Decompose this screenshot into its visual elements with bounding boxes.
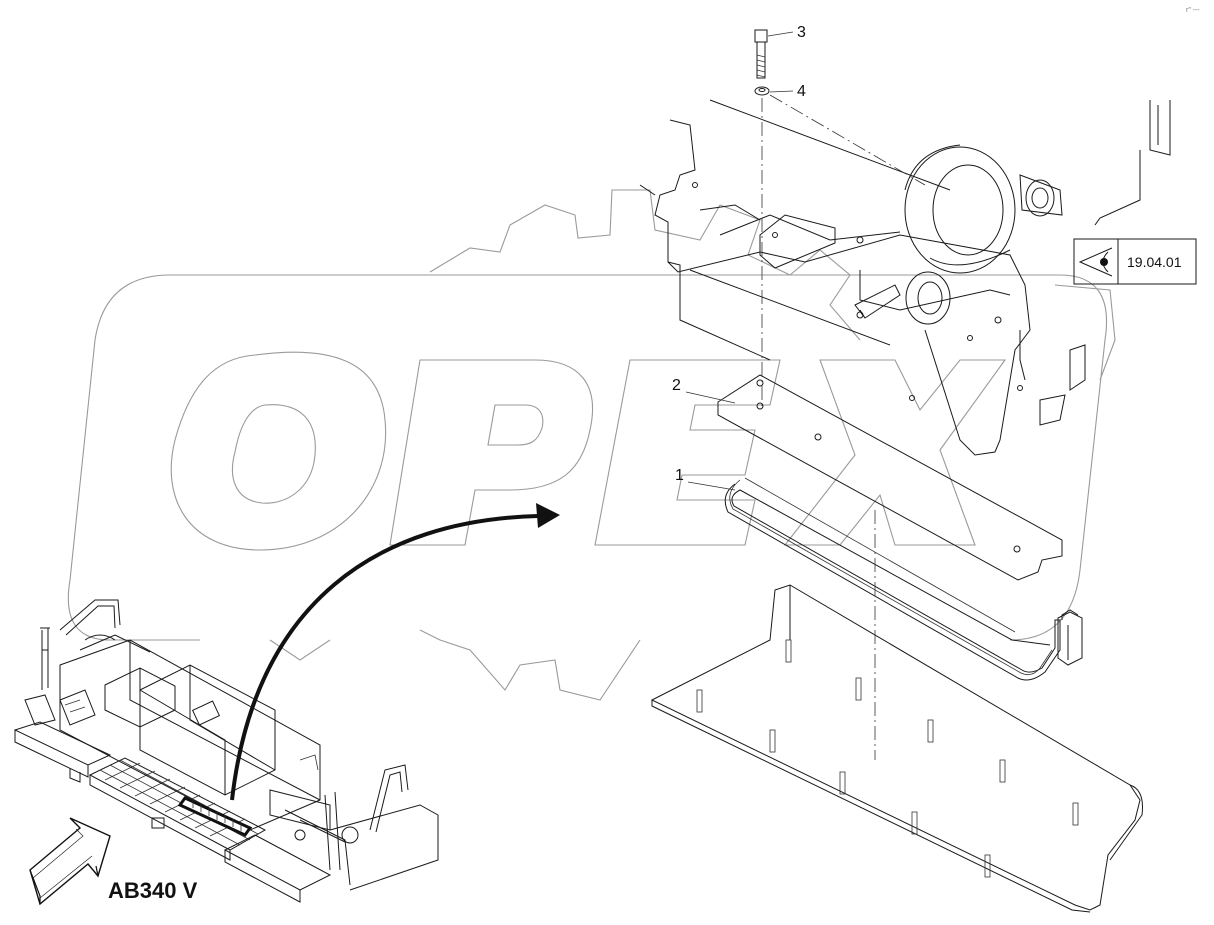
gasket-fitting [1057, 609, 1083, 666]
view-reference-code: 19.04.01 [1127, 254, 1182, 270]
watermark-letter-o [170, 351, 387, 551]
watermark-gear-outline [269, 189, 1116, 701]
watermark-rounded-frame [67, 274, 1108, 641]
machine-locator-illustration [13, 599, 439, 903]
center-lines [761, 94, 926, 760]
callout-2: 2 [672, 377, 736, 404]
callout-1-label: 1 [675, 467, 684, 484]
frame-round-housing [904, 146, 1016, 274]
gasket-seal [724, 477, 1083, 681]
base-tray [650, 584, 1143, 913]
eye-view-icon [1078, 247, 1113, 277]
frame-bracket [759, 214, 836, 269]
cover-plate [717, 374, 1063, 581]
view-reference-box: 19.04.01 [1073, 238, 1197, 285]
callout-4: 4 [769, 83, 806, 100]
highlight-location [177, 796, 253, 837]
machine-grate-platform [88, 757, 267, 861]
callout-1: 1 [675, 467, 736, 491]
direction-arrow-icon [29, 817, 111, 906]
watermark-letter-e [594, 359, 781, 546]
corner-mark: r" --- [1186, 7, 1200, 14]
washer [754, 86, 770, 96]
frame-outer-profile [654, 119, 1031, 456]
callout-4-label: 4 [797, 83, 806, 100]
chassis-frame [639, 99, 1171, 456]
tray-studs [696, 639, 1079, 878]
machine-model-label: AB340 V [108, 878, 198, 903]
callout-3-label: 3 [797, 24, 806, 41]
locator-arrow [230, 503, 560, 801]
machine-engine-hood [139, 664, 276, 796]
opex-watermark [67, 189, 1116, 701]
callout-3: 3 [767, 24, 806, 41]
bolt [754, 29, 768, 79]
callout-2-label: 2 [672, 377, 681, 394]
watermark-letter-p [389, 359, 594, 546]
